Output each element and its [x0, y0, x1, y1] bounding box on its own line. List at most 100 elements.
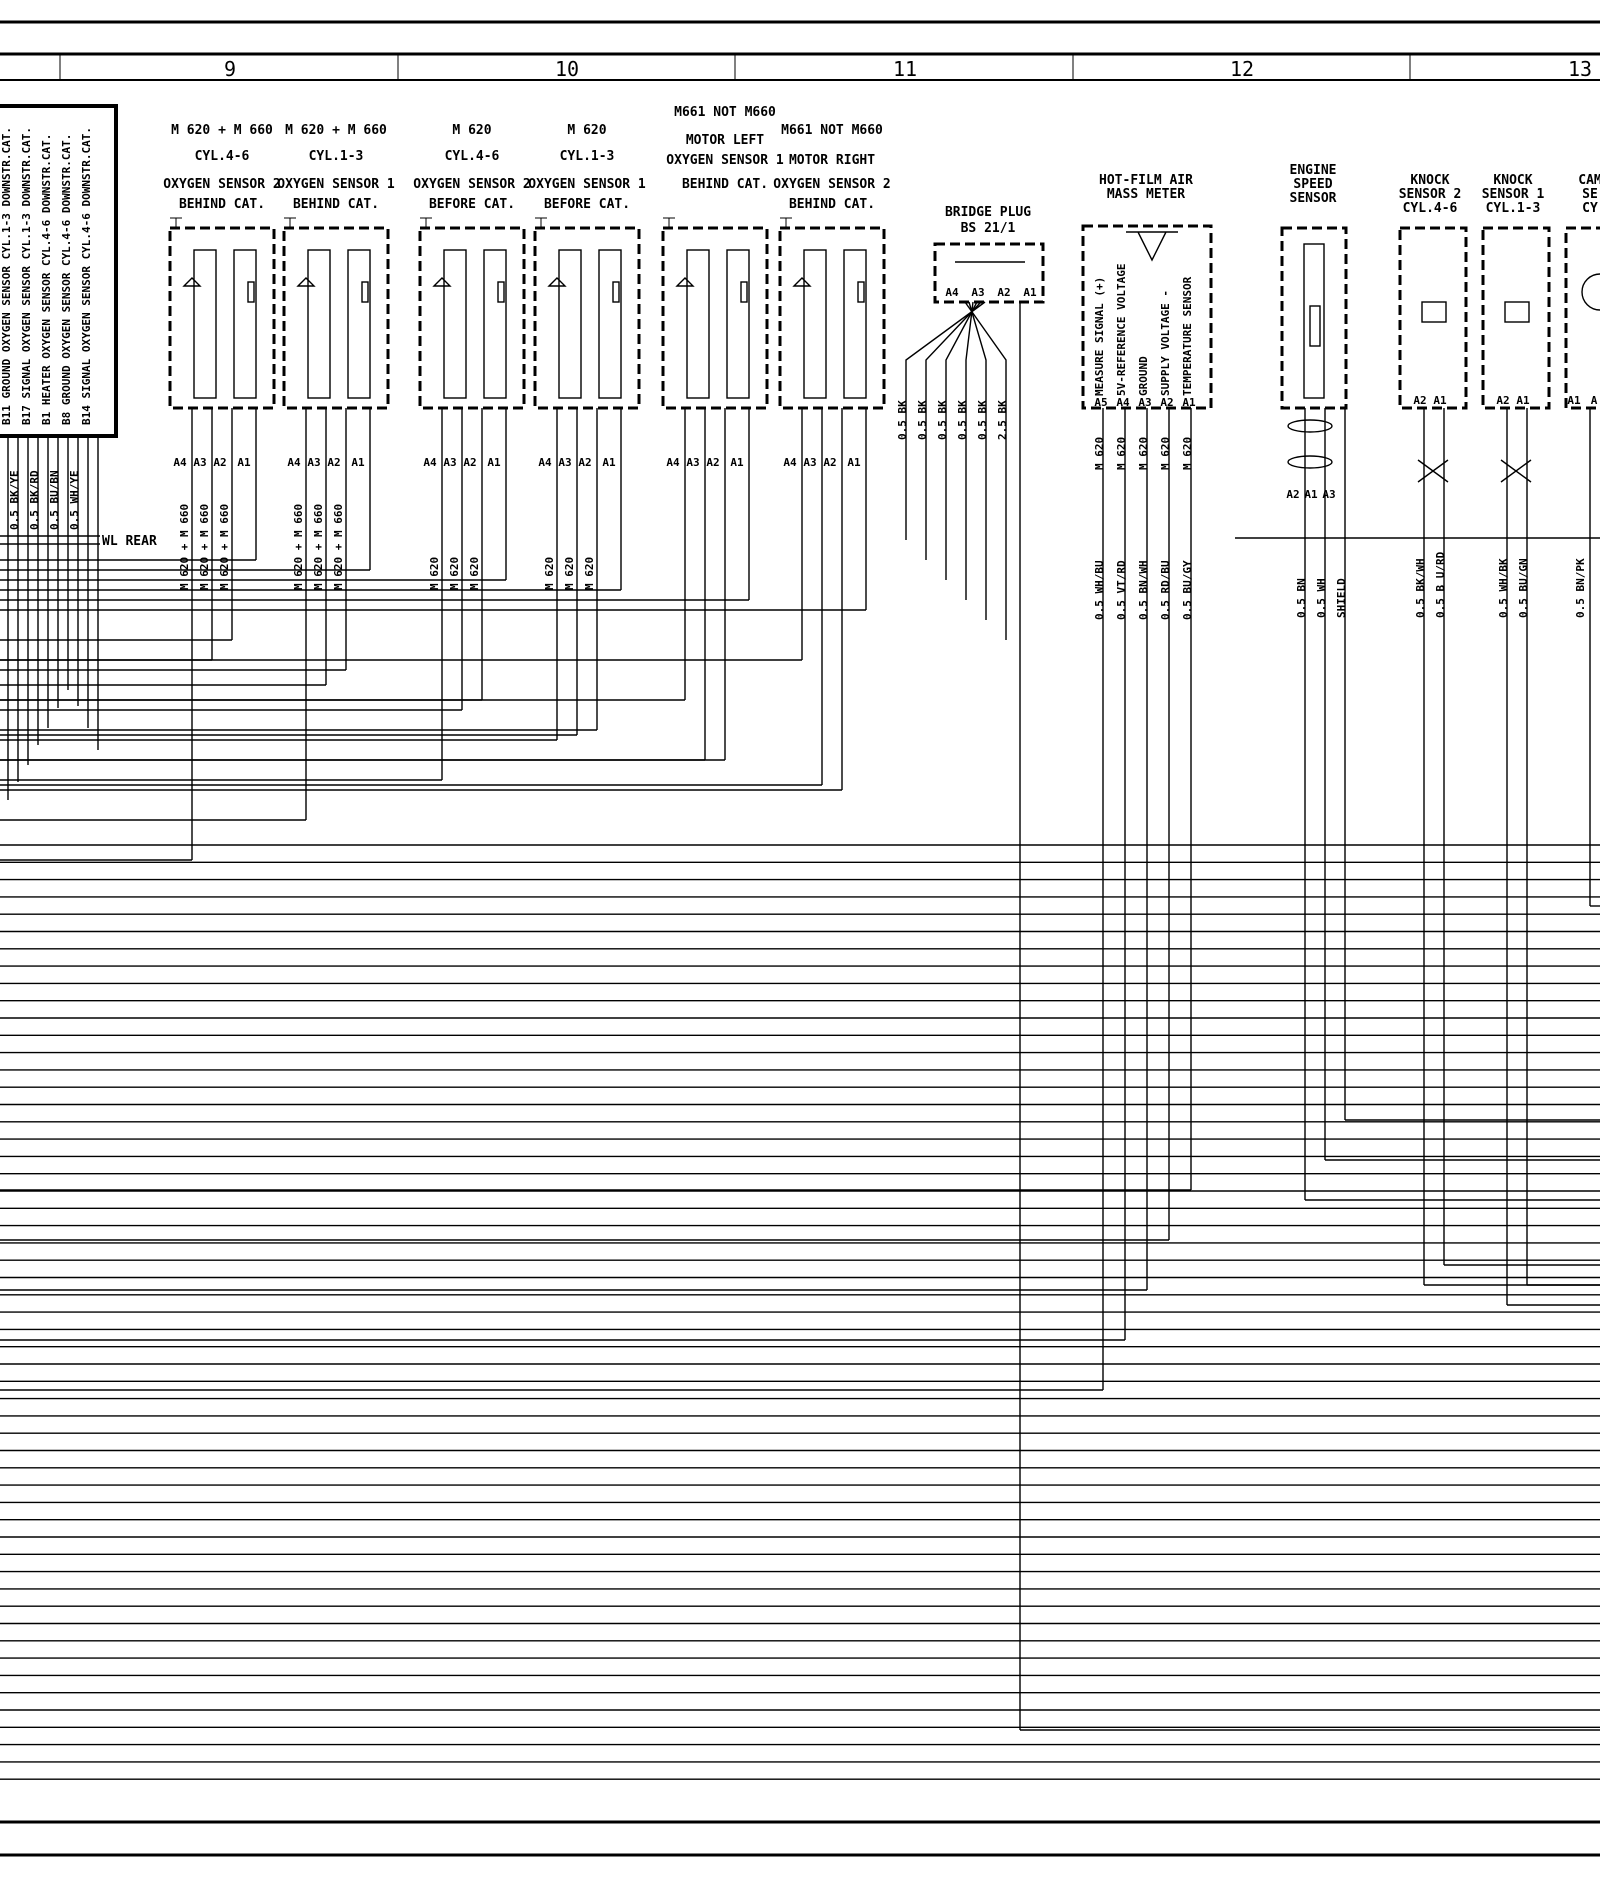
speed-wire-label: 0.5 WH [1315, 578, 1328, 618]
ecu-wire-label: 0.5 WH/YE [68, 470, 81, 530]
sensor-title-line: CYL.1-3 [560, 149, 615, 164]
maf-pin-label: SUPPLY VOLTAGE - [1159, 290, 1172, 396]
sensor-box [778, 226, 886, 410]
sensor-pin-label: A2 [213, 456, 226, 469]
sensor-pin-label: A3 [686, 456, 699, 469]
column-number: 10 [555, 57, 579, 81]
knock-wire-label: 0.5 WH/BK [1497, 558, 1510, 618]
heater-resistor [857, 281, 865, 303]
sensor-tag: M 620 + M 660 [178, 504, 191, 590]
sensor-title-line: BEHIND CAT. [293, 197, 379, 212]
sensor-tag: M 620 [583, 557, 596, 590]
sensor-pin-label: A4 [173, 456, 187, 469]
bridge-wire-label: 0.5 BK [896, 400, 909, 440]
sensor-box [533, 226, 641, 410]
sensor-box [418, 226, 526, 410]
speed-title: SENSOR [1290, 191, 1337, 206]
sensor-heater [598, 249, 622, 399]
sensor-pin-label: A4 [538, 456, 552, 469]
bridge-wire [968, 301, 987, 620]
sensor-symbol [296, 277, 316, 287]
sensor-pin-label: A2 [578, 456, 591, 469]
sensor-tag: M 620 [448, 557, 461, 590]
sensor-title-line: MOTOR RIGHT [789, 153, 875, 168]
column-number: 9 [224, 57, 236, 81]
cam-title: SE [1582, 187, 1598, 202]
sensor-tag: M 620 + M 660 [292, 504, 305, 590]
sensor-cell [686, 249, 710, 399]
sensor-title-line: M661 NOT M660 [781, 123, 883, 138]
knock-title: KNOCK [1410, 173, 1449, 188]
sensor-pin-label: A2 [706, 456, 719, 469]
sensor-title-line: M 620 [452, 123, 491, 138]
sensor-heater [347, 249, 371, 399]
sensor-tag: M 620 + M 660 [198, 504, 211, 590]
sensor-title-line: CYL.4-6 [195, 149, 250, 164]
knock-pin: A2 [1496, 394, 1509, 407]
maf-tag: M 620 [1115, 437, 1128, 470]
bridge-pin: A1 [1023, 286, 1037, 299]
shield-ellipse [1287, 419, 1333, 433]
speed-pin: A2 [1286, 488, 1299, 501]
maf-pin: A3 [1138, 396, 1151, 409]
maf-wire-label: 0.5 BU/GY [1181, 560, 1194, 620]
bridge-title: BRIDGE PLUG [945, 205, 1031, 220]
knock-pin: A1 [1433, 394, 1447, 407]
maf-box [1081, 224, 1213, 410]
cam-box [1564, 226, 1600, 410]
maf-pin-label: 5V-REFERENCE VOLTAGE [1115, 264, 1128, 396]
sensor-pin-label: A4 [423, 456, 437, 469]
sensor-pin-label: A1 [351, 456, 365, 469]
maf-tag: M 620 [1093, 437, 1106, 470]
maf-symbol [1126, 231, 1178, 262]
speed-title: ENGINE [1290, 163, 1337, 178]
sensor-title-line: OXYGEN SENSOR 1 [277, 177, 395, 192]
sensor-tag: M 620 + M 660 [218, 504, 231, 590]
sensor-title-line: M661 NOT M660 [674, 105, 776, 120]
sensor-symbol [675, 277, 695, 287]
bridge-wire-label: 2.5 BK [996, 400, 1009, 440]
sensor-title-line: BEHIND CAT. [682, 177, 768, 192]
bridge-wire-label: 0.5 BK [936, 400, 949, 440]
speed-element [1309, 305, 1321, 347]
sensor-cell [803, 249, 827, 399]
sensor-title-line: CYL.4-6 [445, 149, 500, 164]
heater-resistor [247, 281, 255, 303]
sensor-pin-label: A3 [193, 456, 206, 469]
sensor-tag: M 620 + M 660 [332, 504, 345, 590]
sensor-title-line: BEHIND CAT. [179, 197, 265, 212]
sensor-title-line: BEFORE CAT. [544, 197, 630, 212]
bridge-wire-label: 0.5 BK [956, 400, 969, 440]
speed-coil [1303, 243, 1325, 399]
sensor-pin-label: A1 [602, 456, 616, 469]
ecu-box [0, 104, 118, 438]
speed-pin: A1 [1304, 488, 1318, 501]
knock-title: KNOCK [1493, 173, 1532, 188]
cam-pin: A1 [1567, 394, 1581, 407]
ecu-wire-label: 0.5 BU/BN [48, 470, 61, 530]
sensor-title-line: CYL.1-3 [309, 149, 364, 164]
knock-box [1398, 226, 1468, 410]
speed-wire-label: 0.5 BN [1295, 578, 1308, 618]
ecu-wire-label: 0.5 BK/YE [8, 470, 21, 530]
bridge-wire [964, 301, 1007, 640]
sensor-title-line: OXYGEN SENSOR 2 [413, 177, 530, 192]
sensor-cell [558, 249, 582, 399]
ecu-pin-label: B8 GROUND OXYGEN SENSOR CYL.4-6 DOWNSTR.… [60, 134, 73, 425]
shield-ellipse [1287, 455, 1333, 469]
sensor-heater [843, 249, 867, 399]
knock-twist [1417, 459, 1449, 483]
sensor-title-line: OXYGEN SENSOR 1 [666, 153, 784, 168]
sensor-pin-label: A2 [823, 456, 836, 469]
sensor-pin-label: A2 [327, 456, 340, 469]
speed-box [1280, 226, 1348, 410]
harness-label: WL REAR [102, 534, 157, 549]
maf-pin: A1 [1182, 396, 1196, 409]
